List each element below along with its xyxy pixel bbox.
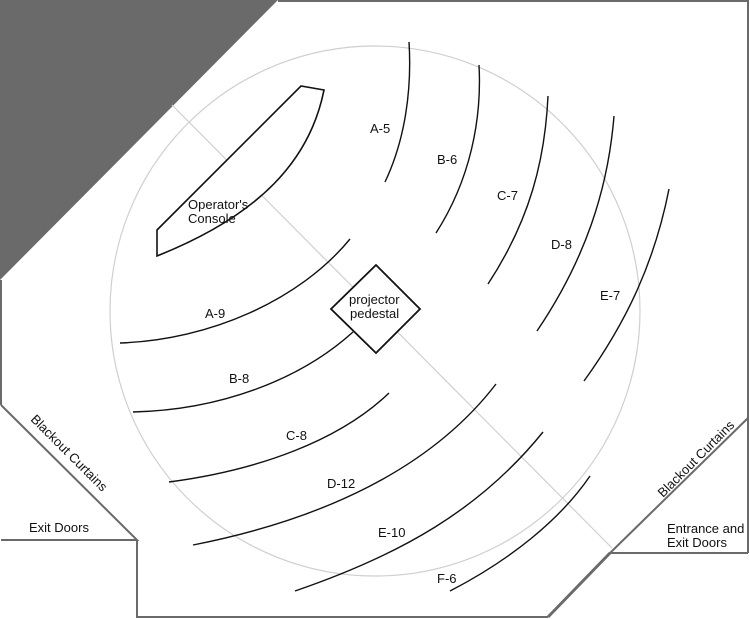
operators-console [156,85,325,258]
row-e10-arc [294,431,544,592]
dome-outline [109,45,641,577]
right-curtains-label: Blackout Curtains [655,417,738,500]
row-label-b6: B-6 [437,152,457,167]
row-label-f6: F-6 [437,571,457,586]
right-doors-label-2: Exit Doors [667,535,727,550]
wall-bottom-right-diagonal [546,551,612,619]
row-label-c7: C-7 [497,188,518,203]
row-label-d12: D-12 [327,476,355,491]
pedestal-label-2: pedestal [350,306,399,321]
right-doors-label-1: Entrance and [667,521,744,536]
row-label-c8: C-8 [286,428,307,443]
row-label-e7: E-7 [600,288,620,303]
row-a9-arc [119,238,351,344]
row-d12-arc [192,383,497,546]
row-label-a5: A-5 [370,121,390,136]
row-label-d8: D-8 [551,237,572,252]
console-label-2: Console [188,211,236,226]
wall-top-right [278,0,749,408]
wall-bottom [136,540,548,618]
row-label-e10: E-10 [378,525,405,540]
row-c8-arc [168,392,390,483]
projector-pedestal [329,263,422,355]
row-label-b8: B-8 [229,371,249,386]
row-e7-arc [583,188,670,382]
row-f6-arc [449,475,591,592]
row-d8-arc [536,115,615,332]
row-b8-arc [132,331,354,413]
row-label-a9: A-9 [205,306,225,321]
blocked-corner [0,0,278,280]
row-a5-arc [384,41,411,183]
left-exit-doors-label: Exit Doors [29,520,89,535]
row-c7-arc [487,95,549,285]
pedestal-label-1: projector [349,292,400,307]
left-curtains-label: Blackout Curtains [28,412,111,495]
row-b6-arc [435,64,481,234]
console-label-1: Operator's [188,197,249,212]
